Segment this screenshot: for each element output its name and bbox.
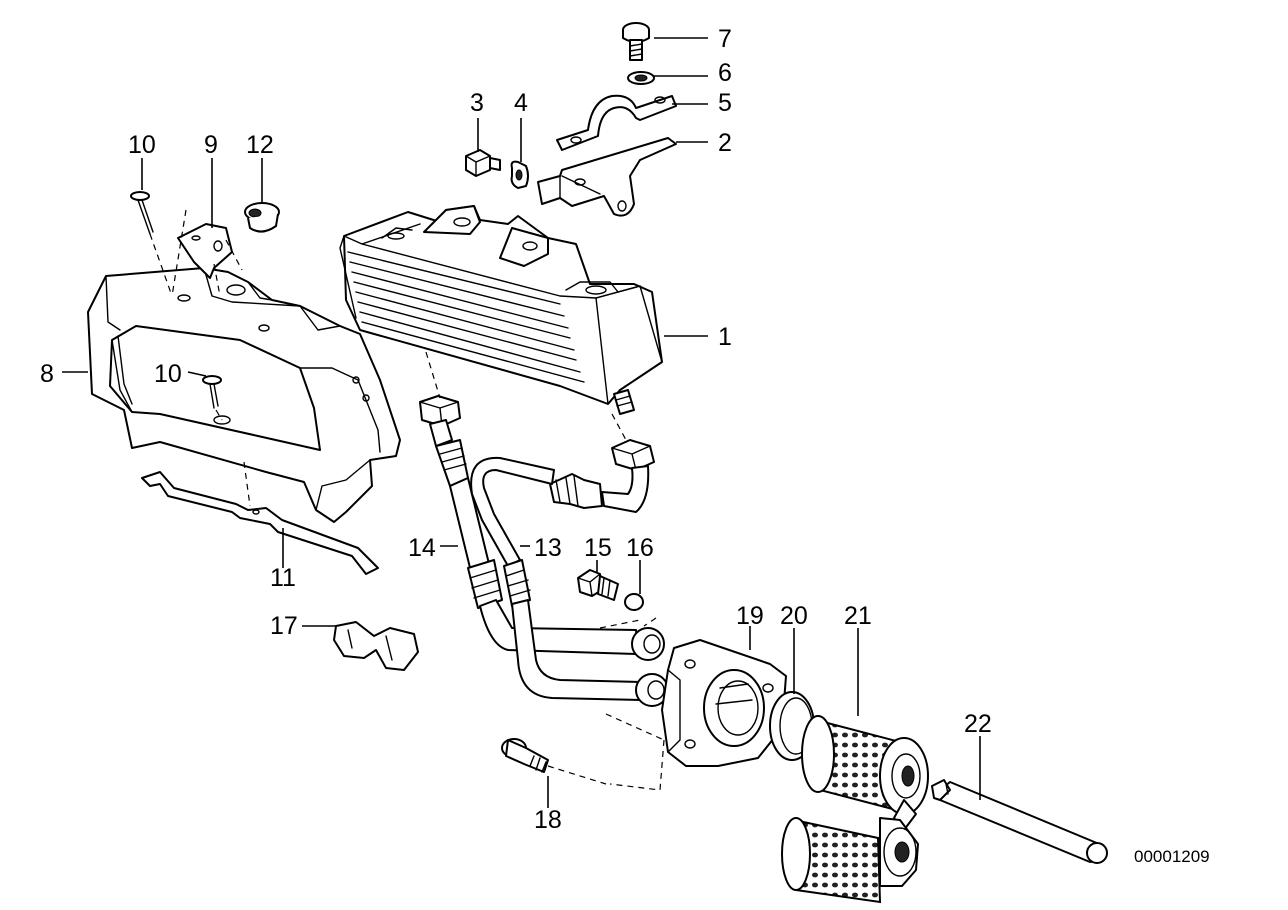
callout-2: 2	[718, 129, 732, 157]
part-1-oil-cooler	[339, 205, 663, 415]
part-14-pipe	[419, 395, 665, 661]
part-5-clamp	[556, 94, 677, 151]
callout-11: 11	[270, 564, 296, 592]
part-21-oil-filter	[801, 715, 929, 831]
part-13-pipe	[470, 439, 669, 707]
part-17-clip	[333, 621, 419, 671]
callout-20: 20	[780, 602, 808, 630]
callout-13: 13	[534, 534, 562, 562]
callout-14: 14	[408, 534, 436, 562]
callout-22: 22	[964, 710, 992, 738]
callout-9: 9	[204, 131, 218, 159]
callout-19: 19	[736, 602, 764, 630]
part-10-screw-upper	[130, 191, 154, 235]
callout-21: 21	[844, 602, 872, 630]
part-21-oil-filter-alt	[781, 817, 919, 904]
drawing-number: 00001209	[1134, 847, 1210, 866]
callout-labels: 7 6 5 2 3 4 10 9 12 1 8 10 11 14 13 15 1…	[40, 25, 992, 834]
callout-16: 16	[626, 534, 654, 562]
part-3-bolt	[465, 149, 501, 177]
part-7-screw	[622, 22, 650, 61]
part-6-washer	[627, 71, 655, 85]
callout-4: 4	[514, 89, 528, 117]
part-4-lock-washer	[510, 160, 529, 189]
callout-12: 12	[246, 131, 274, 159]
callout-3: 3	[470, 89, 484, 117]
part-10-screw-lower	[202, 375, 222, 409]
part-2-bracket	[537, 137, 677, 217]
part-11-retainer	[141, 471, 379, 575]
callout-8: 8	[40, 360, 54, 388]
leader-lines	[62, 37, 981, 808]
callout-18: 18	[534, 806, 562, 834]
callout-7: 7	[718, 25, 732, 53]
callout-6: 6	[718, 59, 732, 87]
part-16-o-ring	[624, 593, 644, 611]
callout-5: 5	[718, 89, 732, 117]
callout-15: 15	[584, 534, 612, 562]
part-22-shaft	[931, 779, 1108, 864]
callout-1: 1	[718, 323, 732, 351]
callout-10-upper: 10	[128, 131, 156, 159]
callout-10-lower: 10	[154, 360, 182, 388]
part-12-grommet	[244, 202, 280, 233]
part-19-flange	[661, 639, 787, 767]
part-15-bolt	[577, 569, 619, 601]
callout-17: 17	[270, 612, 298, 640]
part-18-bolt	[501, 738, 549, 773]
part-9-bracket	[177, 223, 233, 279]
